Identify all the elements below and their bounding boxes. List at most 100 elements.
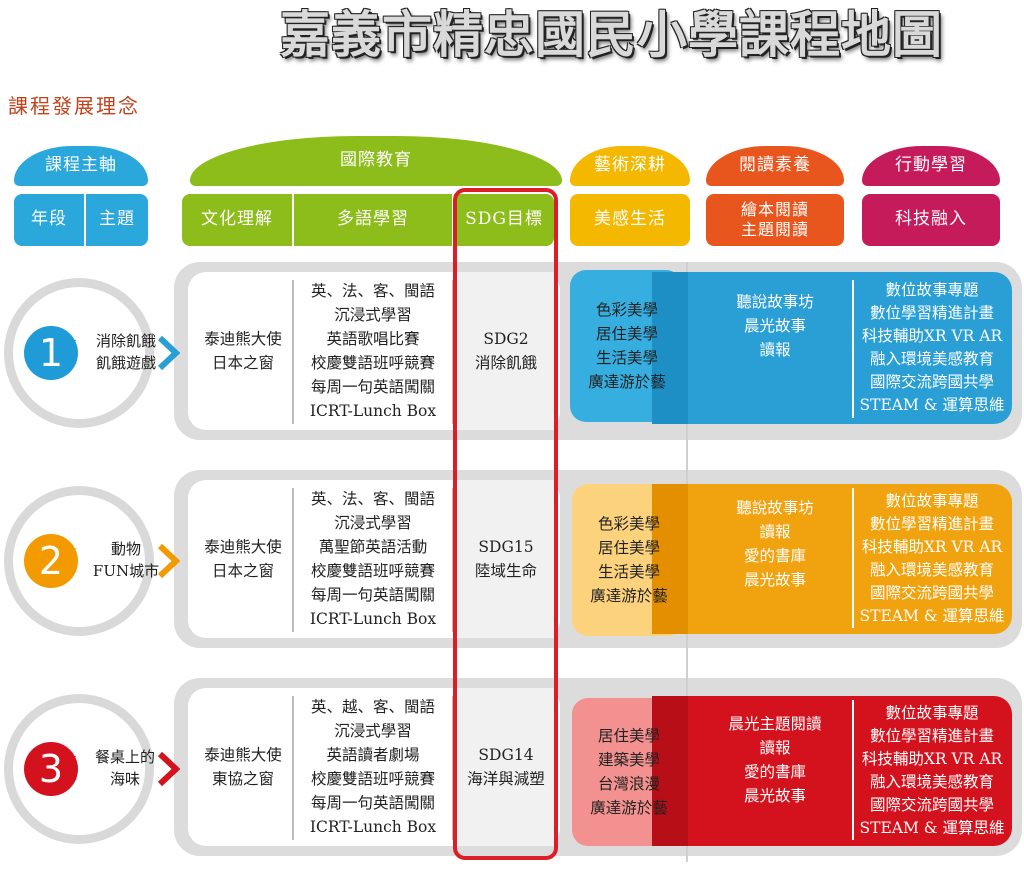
tech-line: 科技輔助XR VR AR bbox=[861, 750, 1003, 768]
lang-line: 英語讀者劇場 bbox=[326, 746, 420, 764]
culture-line: 泰迪熊大使 bbox=[204, 330, 282, 348]
tech-line: 科技輔助XR VR AR bbox=[861, 538, 1003, 556]
header-read-sub: 繪本閱讀 主題閱讀 bbox=[706, 194, 844, 246]
tech-cell-2: 數位故事專題 數位學習精進計畫 科技輔助XR VR AR 融入環境美感教育 國際… bbox=[854, 484, 1010, 634]
lang-line: 英、法、客、閩語 bbox=[310, 282, 435, 300]
grade-unit-3: 年級 bbox=[64, 754, 77, 782]
lang-line: 萬聖節英語活動 bbox=[318, 538, 428, 556]
theme-line: FUN城市 bbox=[92, 562, 160, 580]
theme-line: 飢餓遊戲 bbox=[95, 354, 156, 372]
tech-line: 國際交流跨國共學 bbox=[869, 796, 994, 814]
tech-divider-1 bbox=[852, 280, 854, 418]
theme-line: 餐桌上的 bbox=[94, 748, 155, 766]
art-line: 生活美學 bbox=[597, 563, 660, 581]
art-line: 廣達游於藝 bbox=[590, 587, 668, 605]
lang-line: ICRT-Lunch Box bbox=[309, 818, 437, 836]
read-line: 愛的書庫 bbox=[743, 763, 806, 781]
header-read-sub2: 主題閱讀 bbox=[740, 220, 809, 239]
lang-cell-2: 英、法、客、閩語 沉浸式學習 萬聖節英語活動 校慶雙語班呼競賽 每周一句英語闖關… bbox=[294, 480, 452, 638]
sdg-code: SDG2 bbox=[483, 330, 529, 348]
chevron-right-icon bbox=[158, 544, 180, 578]
tech-line: 科技輔助XR VR AR bbox=[861, 327, 1003, 345]
culture-line: 日本之窗 bbox=[211, 354, 274, 372]
lang-line: ICRT-Lunch Box bbox=[309, 610, 437, 628]
tech-line: 數位學習精進計畫 bbox=[869, 727, 994, 745]
header-art: 藝術深耕 bbox=[570, 146, 690, 186]
art-line: 生活美學 bbox=[595, 349, 658, 367]
theme-line: 消除飢餓 bbox=[95, 332, 156, 350]
culture-cell-3: 泰迪熊大使 東協之窗 bbox=[194, 688, 292, 846]
sdg-code: SDG15 bbox=[478, 538, 534, 556]
read-cell-1: 聽說故事坊 晨光故事 讀報 bbox=[700, 290, 850, 390]
culture-line: 東協之窗 bbox=[211, 770, 274, 788]
read-line: 晨光主題閱讀 bbox=[728, 715, 822, 733]
culture-line: 日本之窗 bbox=[211, 562, 274, 580]
right-block-1 bbox=[652, 272, 1012, 424]
header-culture: 文化理解 bbox=[182, 194, 292, 246]
art-line: 色彩美學 bbox=[597, 515, 660, 533]
culture-line: 泰迪熊大使 bbox=[204, 538, 282, 556]
right-block-2 bbox=[652, 484, 1012, 634]
read-line: 愛的書庫 bbox=[743, 547, 806, 565]
tech-line: 數位學習精進計畫 bbox=[869, 515, 994, 533]
sdg-column-highlight bbox=[453, 188, 558, 860]
tech-line: 數位故事專題 bbox=[885, 281, 979, 299]
grade-pin-2 bbox=[4, 486, 154, 636]
chevron-right-icon bbox=[158, 752, 180, 786]
header-sdg: SDG目標 bbox=[454, 194, 554, 246]
read-cell-3: 晨光主題閱讀 讀報 愛的書庫 晨光故事 bbox=[700, 712, 850, 822]
tech-line: 國際交流跨國共學 bbox=[869, 584, 994, 602]
lang-cell-1: 英、法、客、閩語 沉浸式學習 英語歌唱比賽 校慶雙語班呼競賽 每周一句英語闖關 … bbox=[294, 272, 452, 430]
read-line: 晨光故事 bbox=[743, 787, 806, 805]
header-art-sub: 美感生活 bbox=[570, 194, 690, 246]
art-line: 廣達游於藝 bbox=[588, 373, 666, 391]
read-line: 聽說故事坊 bbox=[736, 293, 814, 311]
tech-line: 數位學習精進計畫 bbox=[869, 304, 994, 322]
sdg-title: 海洋與減塑 bbox=[467, 770, 545, 788]
tech-line: STEAM & 運算思維 bbox=[859, 819, 1005, 837]
grade-number-2: 2 bbox=[24, 534, 78, 588]
read-cell-2: 聽說故事坊 讀報 愛的書庫 晨光故事 bbox=[700, 496, 850, 606]
grade-unit-2: 年級 bbox=[64, 546, 77, 574]
art-cell-1: 色彩美學 居住美學 生活美學 廣達游於藝 bbox=[572, 270, 682, 422]
read-line: 讀報 bbox=[759, 523, 791, 541]
grade-number-3: 3 bbox=[24, 742, 78, 796]
lang-line: 沉浸式學習 bbox=[334, 306, 412, 324]
art-cell-3: 居住美學 建築美學 台灣浪漫 廣達游於藝 bbox=[574, 698, 684, 846]
read-line: 讀報 bbox=[759, 341, 791, 359]
theme-line: 海味 bbox=[109, 770, 140, 788]
lang-line: 英、越、客、閩語 bbox=[310, 698, 435, 716]
right-block-1-overlap bbox=[652, 272, 688, 424]
tech-line: 融入環境美感教育 bbox=[869, 773, 994, 791]
read-line: 晨光故事 bbox=[743, 317, 806, 335]
art-line: 居住美學 bbox=[595, 325, 658, 343]
art-line: 廣達游於藝 bbox=[590, 799, 668, 817]
lang-line: 英語歌唱比賽 bbox=[326, 330, 420, 348]
header-lang: 多語學習 bbox=[294, 194, 452, 246]
header-act: 行動學習 bbox=[862, 146, 1000, 186]
header-act-sub: 科技融入 bbox=[862, 194, 1000, 246]
section-subtitle: 課程發展理念 bbox=[8, 94, 140, 118]
lang-line: 校慶雙語班呼競賽 bbox=[310, 354, 435, 372]
culture-cell-2: 泰迪熊大使 日本之窗 bbox=[194, 480, 292, 638]
culture-cell-1: 泰迪熊大使 日本之窗 bbox=[194, 272, 292, 430]
sdg-title: 消除飢餓 bbox=[474, 354, 537, 372]
tech-line: 融入環境美感教育 bbox=[869, 350, 994, 368]
tech-divider-3 bbox=[852, 700, 854, 840]
sdg-cell-1: SDG2 消除飢餓 bbox=[458, 272, 554, 430]
lang-cell-3: 英、越、客、閩語 沉浸式學習 英語讀者劇場 校慶雙語班呼競賽 每周一句英語闖關 … bbox=[294, 688, 452, 846]
grade-unit-1: 年級 bbox=[64, 338, 77, 366]
row-theme-2: 動物 FUN城市 bbox=[88, 538, 164, 582]
theme-line: 動物 bbox=[110, 540, 141, 558]
lang-line: 沉浸式學習 bbox=[334, 514, 412, 532]
tech-line: STEAM & 運算思維 bbox=[859, 607, 1005, 625]
tech-line: 國際交流跨國共學 bbox=[869, 373, 994, 391]
lang-line: 校慶雙語班呼競賽 bbox=[310, 770, 435, 788]
read-line: 聽說故事坊 bbox=[736, 499, 814, 517]
tech-cell-1: 數位故事專題 數位學習精進計畫 科技輔助XR VR AR 融入環境美感教育 國際… bbox=[854, 272, 1010, 424]
lang-line: 每周一句英語闖關 bbox=[310, 586, 435, 604]
divider-1a bbox=[292, 280, 294, 424]
tech-line: 數位故事專題 bbox=[885, 492, 979, 510]
tech-line: 融入環境美感教育 bbox=[869, 561, 994, 579]
header-grade: 年段 bbox=[14, 194, 84, 246]
